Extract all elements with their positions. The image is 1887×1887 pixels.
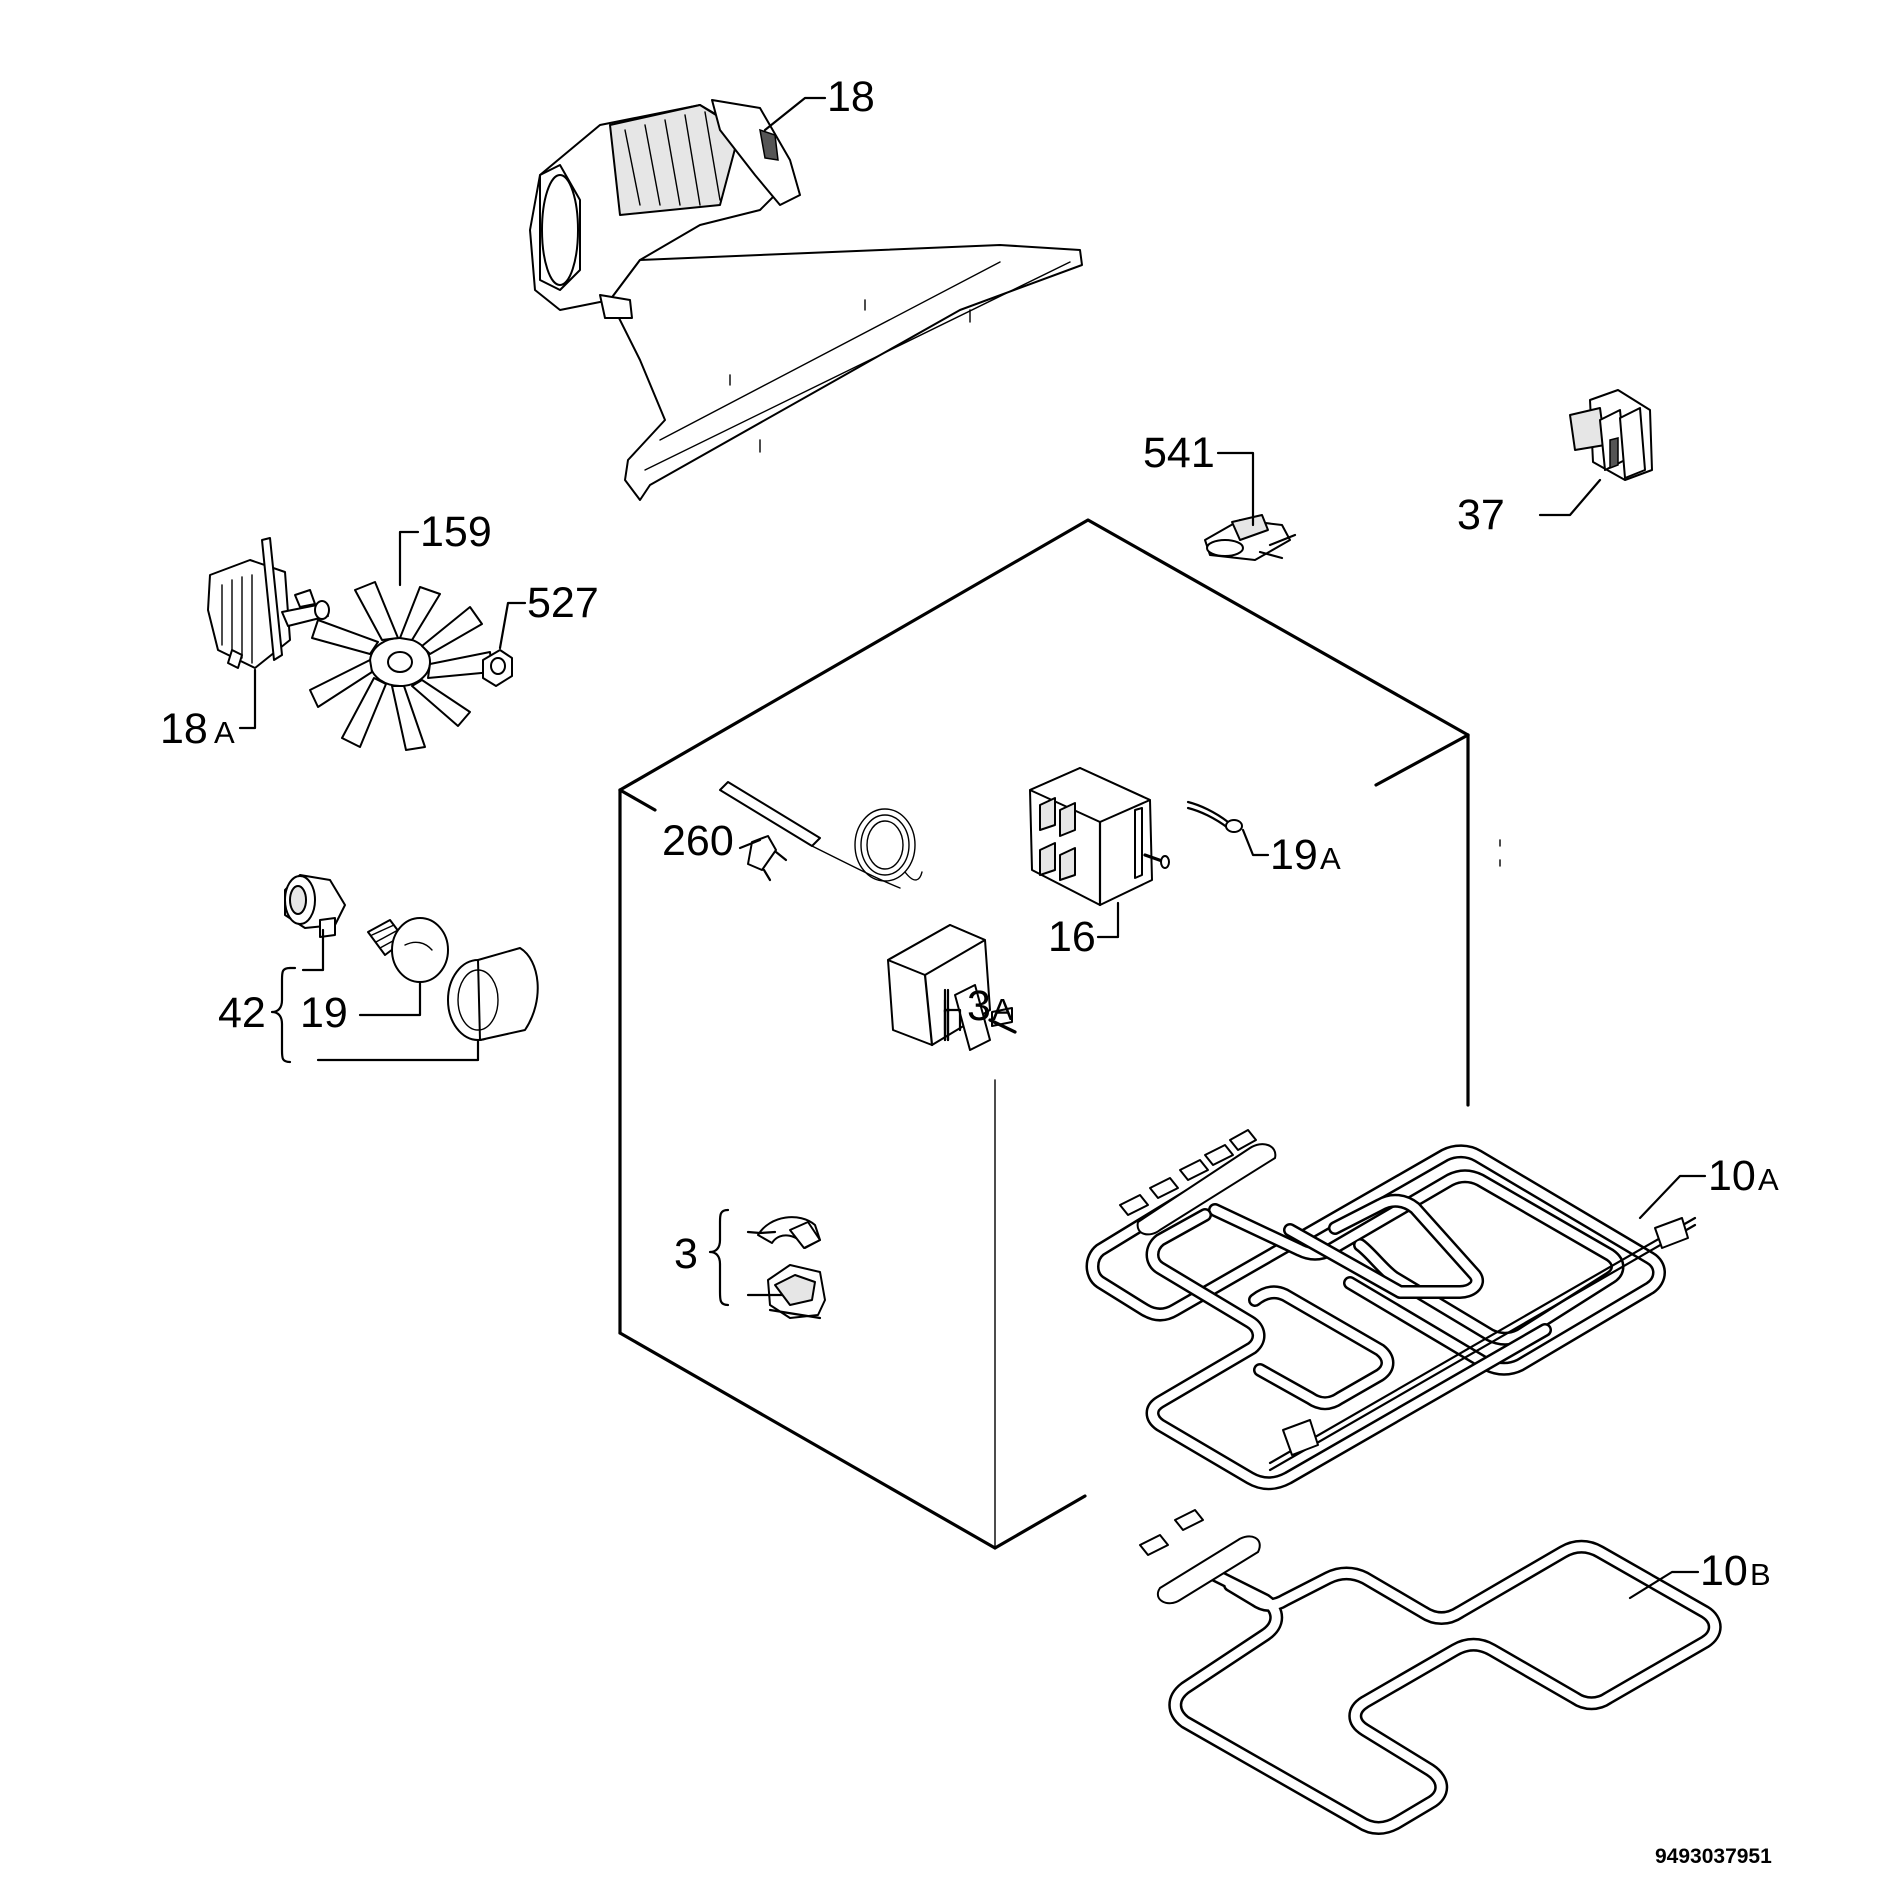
part-37-door-switch <box>1569 389 1653 481</box>
part-labels: 18 18 A 159 527 541 37 260 16 19 A 3 A 4… <box>160 73 1779 1868</box>
oven-cavity-box <box>618 518 1501 1550</box>
label-18a-suffix: A <box>214 715 235 750</box>
label-541: 541 <box>1143 429 1215 477</box>
label-260: 260 <box>662 817 734 865</box>
label-10b-suffix: B <box>1750 1557 1771 1592</box>
label-16: 16 <box>1048 913 1096 961</box>
lamp-holder <box>284 874 346 938</box>
part-10b-bottom-element <box>1139 1509 1722 1835</box>
label-19a-suffix: A <box>1320 841 1341 876</box>
label-10b-number: 10 <box>1700 1547 1748 1595</box>
part-10a-grill-element <box>1085 1129 1697 1491</box>
part-260-clip <box>747 835 788 882</box>
part-3-clips <box>757 1216 826 1320</box>
part-18-fan-duct <box>529 99 1083 501</box>
label-37: 37 <box>1457 491 1505 539</box>
label-10a-number: 10 <box>1708 1152 1756 1200</box>
part-527-nut <box>482 649 513 687</box>
part-18a-fan-motor <box>207 537 330 669</box>
label-3a-number: 3 <box>967 982 991 1030</box>
document-number: 9493037951 <box>1655 1845 1772 1868</box>
label-18: 18 <box>827 73 875 121</box>
part-159-fan-blade <box>309 581 493 751</box>
label-42: 42 <box>218 989 266 1037</box>
lamp-bulb-19 <box>367 917 449 983</box>
part-16-selector-switch <box>1029 767 1170 907</box>
brace-3 <box>708 1208 730 1307</box>
leader-lines <box>238 96 1707 1600</box>
part-3a-thermostat <box>719 781 1017 1051</box>
part-541-terminal-connector <box>1204 514 1297 561</box>
label-19a-number: 19 <box>1270 831 1318 879</box>
label-3: 3 <box>674 1230 698 1278</box>
label-10a-suffix: A <box>1758 1162 1779 1197</box>
part-19a-sensor <box>1186 800 1243 833</box>
brace-42 <box>270 966 297 1064</box>
lamp-glass-cover <box>447 947 539 1041</box>
label-159: 159 <box>420 508 492 556</box>
label-19: 19 <box>300 989 348 1037</box>
label-3a-suffix: A <box>992 992 1013 1027</box>
label-18a-number: 18 <box>160 705 208 753</box>
label-527: 527 <box>527 579 599 627</box>
